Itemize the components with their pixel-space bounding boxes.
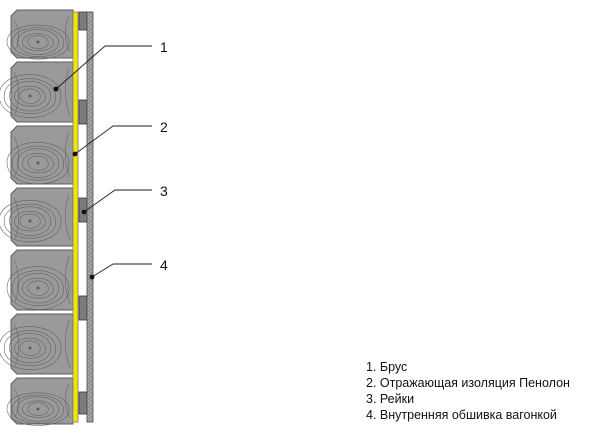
callout-number-3: 3: [160, 183, 168, 199]
timber-logs: [0, 9, 74, 426]
callout-number-4: 4: [160, 257, 168, 273]
timber-log-icon: [6, 377, 74, 426]
timber-log-icon: [0, 313, 74, 375]
insulation-layer-icon: [72, 11, 79, 423]
timber-log-icon: [6, 249, 74, 311]
timber-log-icon: [6, 125, 74, 185]
timber-log-icon: [0, 187, 74, 247]
legend-item-insulation: 2. Отражающая изоляция Пенолон: [366, 376, 570, 390]
leader-dot-4: [89, 274, 95, 280]
callout-number-1: 1: [160, 39, 168, 55]
leader-dots: [53, 86, 95, 280]
leader-line-3: [83, 189, 152, 213]
batten-icon: [78, 99, 88, 125]
legend-item-timber: 1. Брус: [366, 360, 408, 374]
batten-icon: [78, 295, 88, 321]
leader-dot-2: [72, 151, 78, 157]
batten-icon: [78, 391, 88, 415]
leader-dot-1: [53, 86, 59, 92]
legend: 1. Брус 2. Отражающая изоляция Пенолон 3…: [366, 359, 570, 423]
leader-dot-3: [81, 209, 87, 215]
legend-item-battens: 3. Рейки: [366, 392, 415, 406]
leader-lines: [55, 45, 152, 278]
timber-log-icon: [0, 61, 74, 123]
leader-line-4: [91, 263, 152, 278]
leader-line-2: [74, 125, 152, 155]
timber-log-icon: [6, 9, 74, 60]
lining-board-icon: [86, 11, 94, 423]
callout-number-2: 2: [160, 119, 168, 135]
batten-icon: [78, 11, 88, 31]
legend-item-lining: 4. Внутренняя обшивка вагонкой: [366, 408, 557, 422]
leader-line-1: [55, 45, 152, 90]
